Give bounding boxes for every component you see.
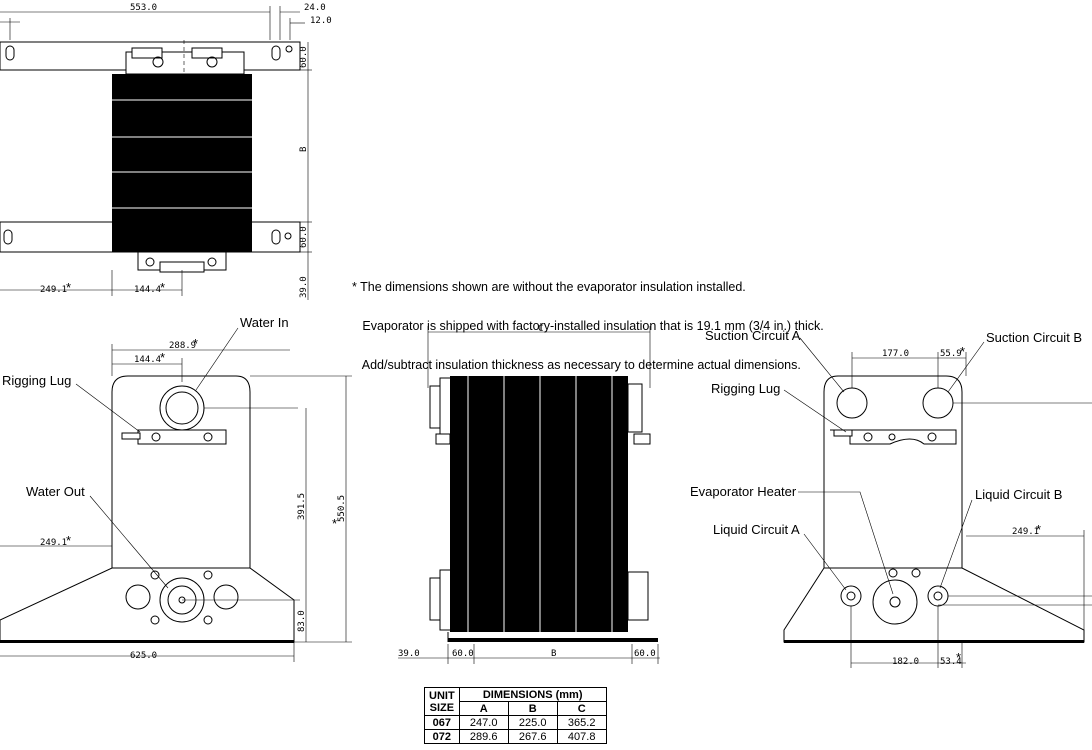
dim-288: 288.9 bbox=[169, 341, 196, 351]
dim-39-mid: 39.0 bbox=[398, 649, 420, 659]
table-dimensions-header: DIMENSIONS (mm) bbox=[458, 687, 607, 702]
table-row: 072 289.6 267.6 407.8 bbox=[424, 729, 607, 744]
note-line2: Evaporator is shipped with factory-insta… bbox=[362, 319, 824, 333]
dim-60-top: 60.0 bbox=[299, 46, 309, 68]
star-55: * bbox=[960, 344, 965, 359]
insulation-note: * The dimensions shown are without the e… bbox=[352, 255, 824, 385]
table-col-b: B bbox=[507, 701, 558, 716]
callout-rigging-lug-right: Rigging Lug bbox=[711, 381, 780, 396]
top-view: 553.0 24.0 12.0 bbox=[0, 3, 332, 300]
dim-53: 53.4 bbox=[940, 657, 962, 667]
dim-249-left: 249.1 bbox=[40, 538, 67, 548]
dim-625: 625.0 bbox=[130, 651, 157, 661]
callout-suction-a: Suction Circuit A bbox=[705, 328, 801, 343]
dim-249-right: 249.1 bbox=[1012, 527, 1039, 537]
right-end-view: 177.0 55.9 * 249.1 * 182.0 53.4 * Suctio… bbox=[690, 328, 1092, 668]
callout-evap-heater: Evaporator Heater bbox=[690, 484, 797, 499]
dim-249-top: 249.1 bbox=[40, 285, 67, 295]
dim-12: 12.0 bbox=[310, 16, 332, 26]
dim-550: 550.5 bbox=[337, 495, 347, 522]
table-col-c: C bbox=[556, 701, 607, 716]
star-249-left: * bbox=[66, 533, 71, 548]
dim-55: 55.9 bbox=[940, 349, 962, 359]
callout-water-out: Water Out bbox=[26, 484, 85, 499]
star-249-top: * bbox=[66, 280, 71, 295]
dim-39-top: 39.0 bbox=[299, 276, 309, 298]
dim-24: 24.0 bbox=[304, 3, 326, 13]
dim-182: 182.0 bbox=[892, 657, 919, 667]
note-star: * bbox=[352, 280, 357, 294]
table-col-a: A bbox=[458, 701, 509, 716]
star-249-right: * bbox=[1036, 522, 1041, 537]
note-line1: The dimensions shown are without the eva… bbox=[360, 280, 746, 294]
dim-177: 177.0 bbox=[882, 349, 909, 359]
star-53: * bbox=[956, 650, 961, 665]
dim-144-top: 144.4 bbox=[134, 285, 161, 295]
note-line3: Add/subtract insulation thickness as nec… bbox=[361, 358, 801, 372]
callout-rigging-lug-left: Rigging Lug bbox=[2, 373, 71, 388]
dim-60-mid-right: 60.0 bbox=[634, 649, 656, 659]
callout-suction-b: Suction Circuit B bbox=[986, 330, 1082, 345]
star-144-top: * bbox=[160, 280, 165, 295]
dim-B-top: B bbox=[299, 147, 309, 152]
dim-C: C bbox=[538, 324, 543, 334]
dim-391: 391.5 bbox=[297, 493, 307, 520]
dim-60-mid-left: 60.0 bbox=[452, 649, 474, 659]
dim-60-bottom: 60.0 bbox=[299, 226, 309, 248]
dim-144-left: 144.4 bbox=[134, 355, 161, 365]
left-end-view: 288.9 * 144.4 * 249.1 * 391.5 550.5 * 83… bbox=[0, 315, 352, 662]
side-view: C 39.0 60.0 B 60.0 bbox=[398, 324, 660, 664]
callout-liquid-b: Liquid Circuit B bbox=[975, 487, 1062, 502]
callout-liquid-a: Liquid Circuit A bbox=[713, 522, 800, 537]
callout-water-in: Water In bbox=[240, 315, 289, 330]
dim-B-mid: B bbox=[551, 649, 556, 659]
star-144-left: * bbox=[160, 350, 165, 365]
dim-553: 553.0 bbox=[130, 3, 157, 13]
star-550: * bbox=[332, 516, 337, 531]
table-row: 067 247.0 225.0 365.2 bbox=[424, 715, 607, 730]
dim-83: 83.0 bbox=[297, 610, 307, 632]
star-288: * bbox=[193, 336, 198, 351]
